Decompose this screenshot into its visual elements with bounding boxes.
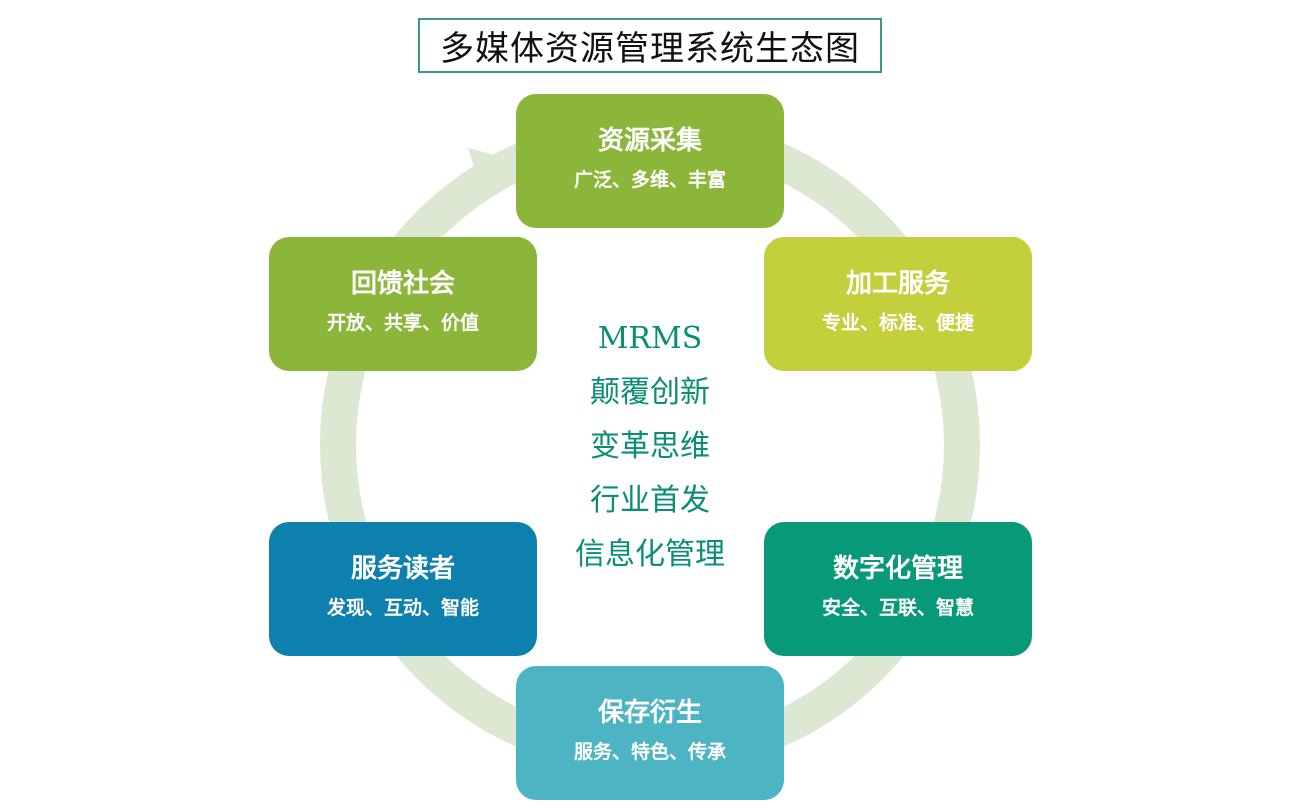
node-processing-service: 加工服务 专业、标准、便捷	[764, 237, 1032, 371]
node-subtitle: 发现、互动、智能	[326, 597, 479, 619]
node-serve-readers: 服务读者 发现、互动、智能	[269, 522, 537, 656]
node-subtitle: 专业、标准、便捷	[821, 312, 974, 334]
cycle-arrow-head	[468, 148, 514, 198]
center-line-mrms: MRMS	[597, 321, 703, 356]
center-line-2: 变革思维	[590, 429, 710, 464]
center-line-3: 行业首发	[590, 483, 710, 518]
center-line-4: 信息化管理	[575, 537, 725, 572]
node-give-back-society: 回馈社会 开放、共享、价值	[269, 237, 537, 371]
node-subtitle: 开放、共享、价值	[326, 312, 479, 334]
node-title: 回馈社会	[350, 269, 455, 299]
node-title: 加工服务	[845, 269, 950, 299]
center-slogan: MRMS 颠覆创新 变革思维 行业首发 信息化管理	[540, 312, 760, 582]
node-subtitle: 安全、互联、智慧	[821, 597, 974, 619]
node-title: 资源采集	[597, 126, 702, 156]
diagram-title: 多媒体资源管理系统生态图	[418, 18, 882, 73]
node-digital-management: 数字化管理 安全、互联、智慧	[764, 522, 1032, 656]
node-title: 服务读者	[350, 554, 455, 584]
node-preservation: 保存衍生 服务、特色、传承	[516, 666, 784, 800]
node-title: 保存衍生	[597, 698, 702, 728]
node-subtitle: 广泛、多维、丰富	[573, 169, 726, 191]
node-title: 数字化管理	[832, 554, 963, 584]
node-resource-collection: 资源采集 广泛、多维、丰富	[516, 94, 784, 228]
center-line-1: 颠覆创新	[590, 375, 710, 410]
node-subtitle: 服务、特色、传承	[573, 741, 726, 763]
